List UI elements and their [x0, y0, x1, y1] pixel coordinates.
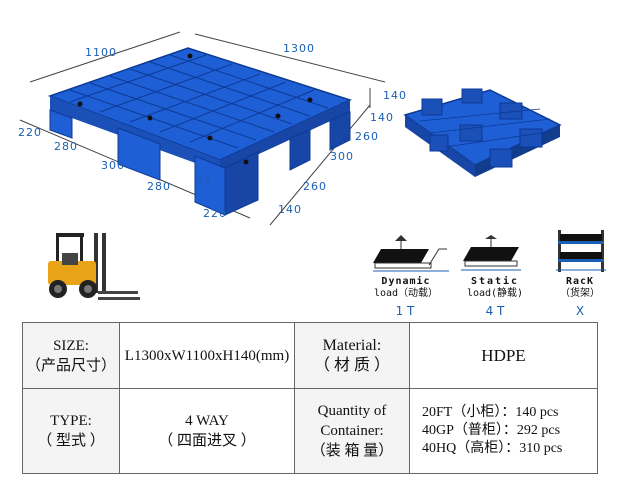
pallet-bottom-view	[403, 88, 562, 177]
spec-table: SIZE: （产品尺寸） L1300xW1100xH140(mm) Materi…	[22, 322, 598, 474]
rack-icon	[556, 230, 606, 272]
dim-260-right-b: 260	[303, 180, 327, 193]
material-value-cell: HDPE	[409, 322, 598, 389]
qty-40gp: 40GP（普柜）：292 pcs	[422, 423, 561, 438]
dynamic-load-icon	[373, 235, 449, 272]
forklift-image	[48, 233, 140, 300]
dim-1100: 1100	[85, 46, 117, 59]
dim-95-foot: 95	[196, 174, 212, 187]
type-label-cell: TYPE: （ 型式 ）	[22, 388, 120, 474]
quantity-label-cell: Quantity of Container: （装 箱 量）	[294, 388, 410, 474]
size-label-cell: SIZE: （产品尺寸）	[22, 322, 120, 389]
dim-300-right: 300	[330, 150, 354, 163]
dynamic-load-value: 1 T	[395, 304, 415, 318]
size-value-cell: L1300xW1100xH140(mm)	[119, 322, 295, 389]
dim-280-left-b: 280	[147, 180, 171, 193]
rack-load-value: X	[575, 304, 585, 318]
static-load-icon	[461, 235, 521, 271]
dim-1300: 1300	[283, 42, 315, 55]
dim-280-left-a: 280	[54, 140, 78, 153]
dynamic-load-label: Dynamic load（动载）	[373, 276, 439, 299]
static-load-label: Static load(静载)	[466, 276, 524, 299]
type-value-cell: 4 WAY （ 四面进叉 ）	[119, 388, 295, 474]
static-load-value: 4 T	[485, 304, 505, 318]
qty-40hq: 40HQ（高柜）：310 pcs	[422, 441, 563, 456]
pallet-main-drawing	[19, 31, 386, 226]
material-label-cell: Material: （ 材 质 ）	[294, 322, 410, 389]
dim-140-right: 140	[370, 111, 394, 124]
dim-300-left: 300	[101, 159, 125, 172]
dim-220-bottom: 220	[203, 207, 227, 220]
dim-220-left: 220	[18, 126, 42, 139]
dim-260-right-a: 260	[355, 130, 379, 143]
dim-140-right-b: 140	[278, 203, 302, 216]
rack-label: RacK （货架）	[560, 276, 600, 299]
dim-140-height: 140	[383, 89, 407, 102]
qty-20ft: 20FT（小柜）：140 pcs	[422, 405, 559, 420]
quantity-value-cell: 20FT（小柜）：140 pcs 40GP（普柜）：292 pcs 40HQ（高…	[409, 388, 598, 474]
